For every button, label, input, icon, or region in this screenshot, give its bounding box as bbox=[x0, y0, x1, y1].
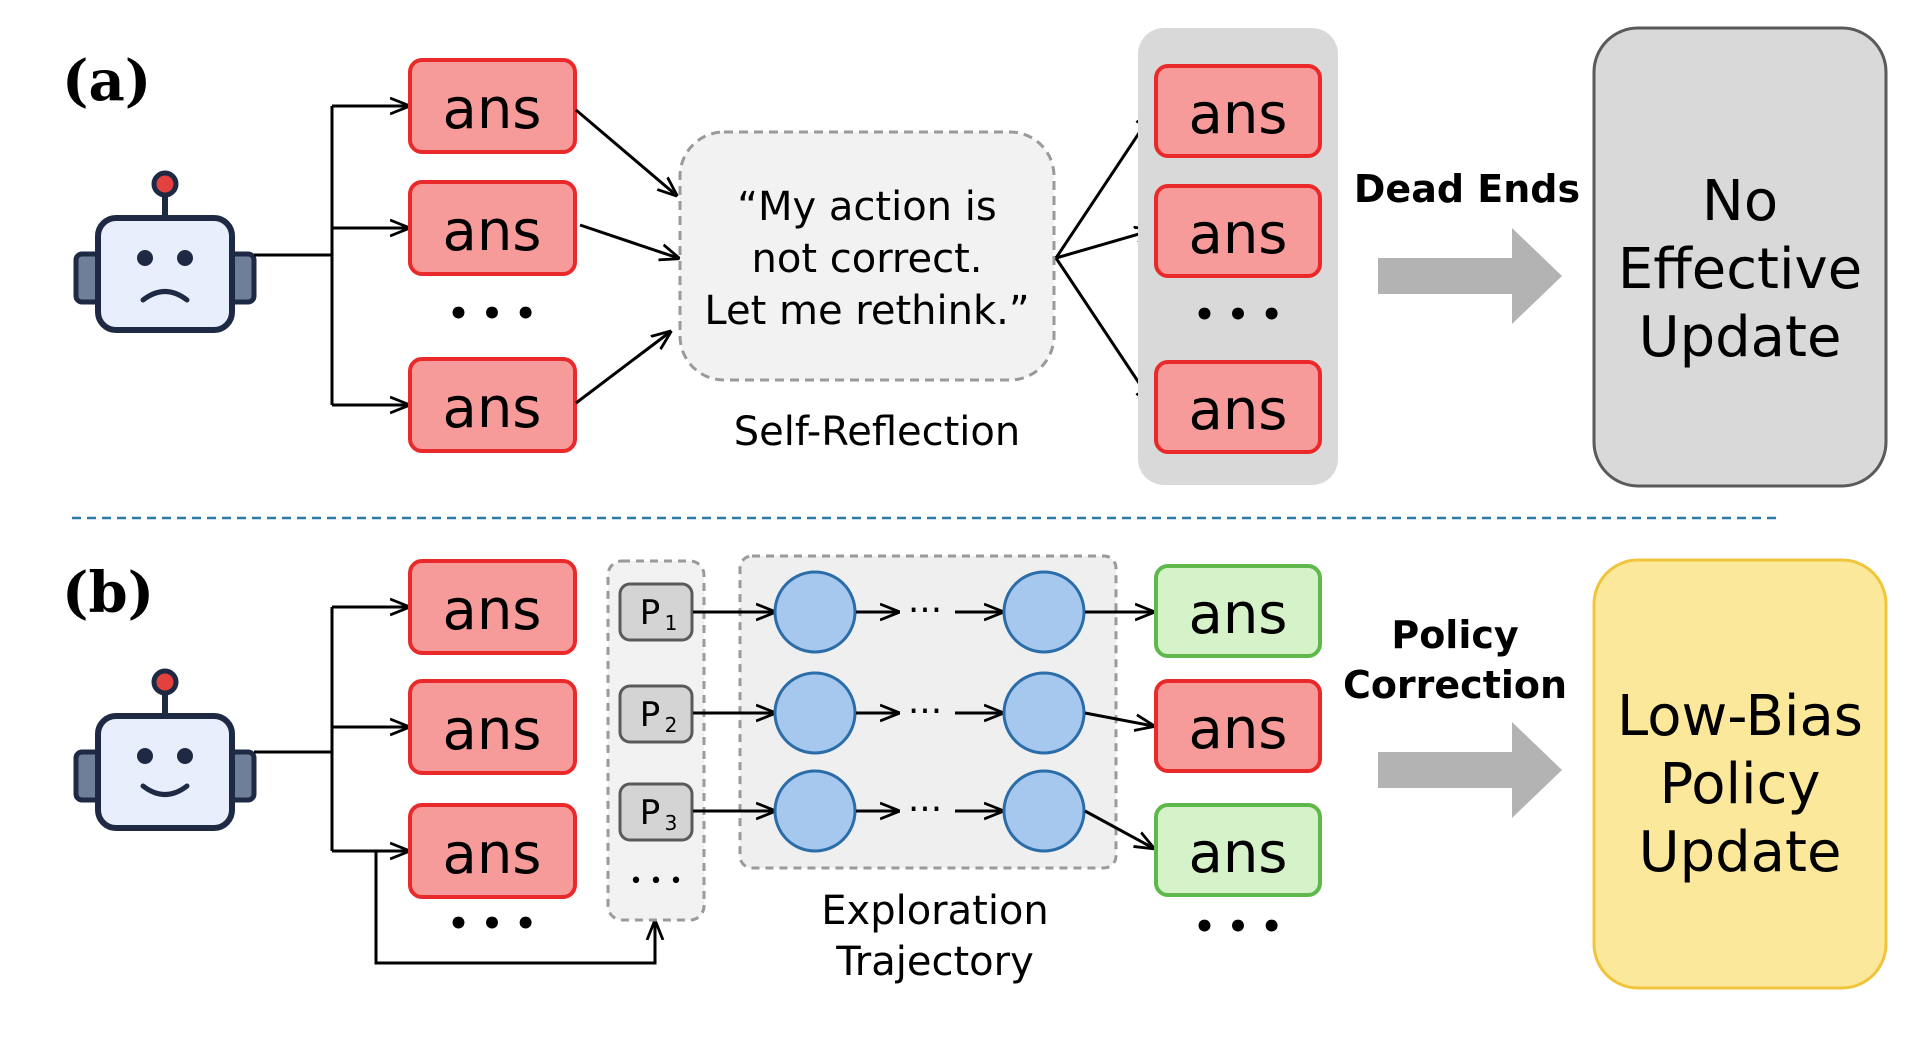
svg-text:···: ··· bbox=[908, 691, 942, 732]
svg-text:ans: ans bbox=[1189, 82, 1288, 147]
dead-ends-label: Dead Ends bbox=[1354, 167, 1580, 211]
panel-a: (a) ans ans • • • bbox=[62, 26, 1888, 488]
svg-text:Effective: Effective bbox=[1618, 237, 1862, 302]
exploration-caption-line2: Trajectory bbox=[835, 939, 1034, 985]
arrows-from-reflection bbox=[1054, 112, 1153, 404]
ans-box: ans bbox=[408, 357, 577, 453]
ans-box: ans bbox=[408, 803, 577, 899]
svg-text:Let me rethink.”: Let me rethink.” bbox=[704, 288, 1029, 334]
svg-text:3: 3 bbox=[665, 811, 678, 835]
prompt-more: • • • bbox=[630, 869, 683, 894]
trajectory-row: ··· bbox=[693, 671, 1153, 755]
svg-text:ans: ans bbox=[443, 376, 542, 441]
ans-box: ans bbox=[1154, 360, 1322, 454]
svg-text:No: No bbox=[1702, 169, 1778, 234]
ans-box: ans bbox=[1154, 184, 1322, 278]
ellipsis: • • • bbox=[1194, 907, 1283, 947]
ans-box: ans bbox=[408, 559, 577, 655]
svg-text:ans: ans bbox=[1189, 821, 1288, 886]
svg-text:“My action is: “My action is bbox=[737, 184, 996, 230]
arrows-to-reflection bbox=[575, 108, 678, 405]
svg-text:Low-Bias: Low-Bias bbox=[1617, 684, 1863, 749]
panel-a-branches bbox=[254, 106, 408, 405]
ans-box-wrong: ans bbox=[1154, 679, 1322, 773]
ans-box: ans bbox=[1154, 64, 1322, 158]
svg-text:ans: ans bbox=[1189, 697, 1288, 762]
svg-text:P: P bbox=[640, 695, 661, 735]
sad-robot-icon bbox=[73, 170, 257, 333]
svg-text:···: ··· bbox=[908, 590, 942, 631]
svg-text:ans: ans bbox=[1189, 202, 1288, 267]
ans-box-correct: ans bbox=[1154, 803, 1322, 897]
svg-text:Policy: Policy bbox=[1659, 752, 1820, 817]
happy-robot-icon bbox=[73, 668, 257, 831]
svg-text:ans: ans bbox=[1189, 582, 1288, 647]
prompt-chip: P 3 bbox=[618, 782, 694, 842]
svg-text:ans: ans bbox=[443, 822, 542, 887]
ellipsis: • • • bbox=[448, 294, 537, 334]
self-reflection-caption: Self-Reflection bbox=[734, 409, 1020, 455]
svg-text:ans: ans bbox=[443, 578, 542, 643]
svg-text:not correct.: not correct. bbox=[752, 236, 983, 282]
policy-correction-label-line1: Policy bbox=[1391, 613, 1519, 657]
ans-box: ans bbox=[408, 679, 577, 775]
ans-box: ans bbox=[408, 58, 577, 154]
ellipsis: • • • bbox=[448, 904, 537, 944]
panel-b-label: (b) bbox=[62, 560, 154, 626]
svg-text:1: 1 bbox=[665, 611, 678, 635]
policy-correction-label-line2: Correction bbox=[1343, 663, 1567, 707]
svg-text:Update: Update bbox=[1639, 305, 1842, 370]
panel-b-branches bbox=[254, 607, 655, 965]
prompt-chip: P 2 bbox=[618, 684, 694, 744]
panel-b: (b) ans ans bbox=[62, 554, 1888, 990]
panel-a-label: (a) bbox=[62, 48, 151, 114]
gray-arrow-icon bbox=[1378, 228, 1562, 324]
svg-text:ans: ans bbox=[1189, 378, 1288, 443]
svg-text:ans: ans bbox=[443, 199, 542, 264]
ellipsis: • • • bbox=[1194, 295, 1283, 335]
self-reflection-bubble: “My action is not correct. Let me rethin… bbox=[678, 130, 1056, 382]
trajectory-row: ··· bbox=[693, 769, 1153, 853]
svg-text:ans: ans bbox=[443, 77, 542, 142]
svg-text:P: P bbox=[640, 793, 661, 833]
ans-box-correct: ans bbox=[1154, 564, 1322, 658]
svg-text:P: P bbox=[640, 593, 661, 633]
exploration-caption-line1: Exploration bbox=[821, 888, 1049, 934]
gray-arrow-icon bbox=[1378, 722, 1562, 818]
ans-box: ans bbox=[408, 180, 577, 276]
prompt-chip: P 1 bbox=[618, 582, 694, 642]
svg-text:ans: ans bbox=[443, 698, 542, 763]
no-update-box: No Effective Update bbox=[1592, 26, 1888, 488]
trajectory-row: ··· bbox=[693, 570, 1153, 654]
svg-text:···: ··· bbox=[908, 789, 942, 830]
low-bias-update-box: Low-Bias Policy Update bbox=[1592, 558, 1888, 990]
svg-text:Update: Update bbox=[1639, 820, 1842, 885]
svg-text:2: 2 bbox=[665, 713, 678, 737]
